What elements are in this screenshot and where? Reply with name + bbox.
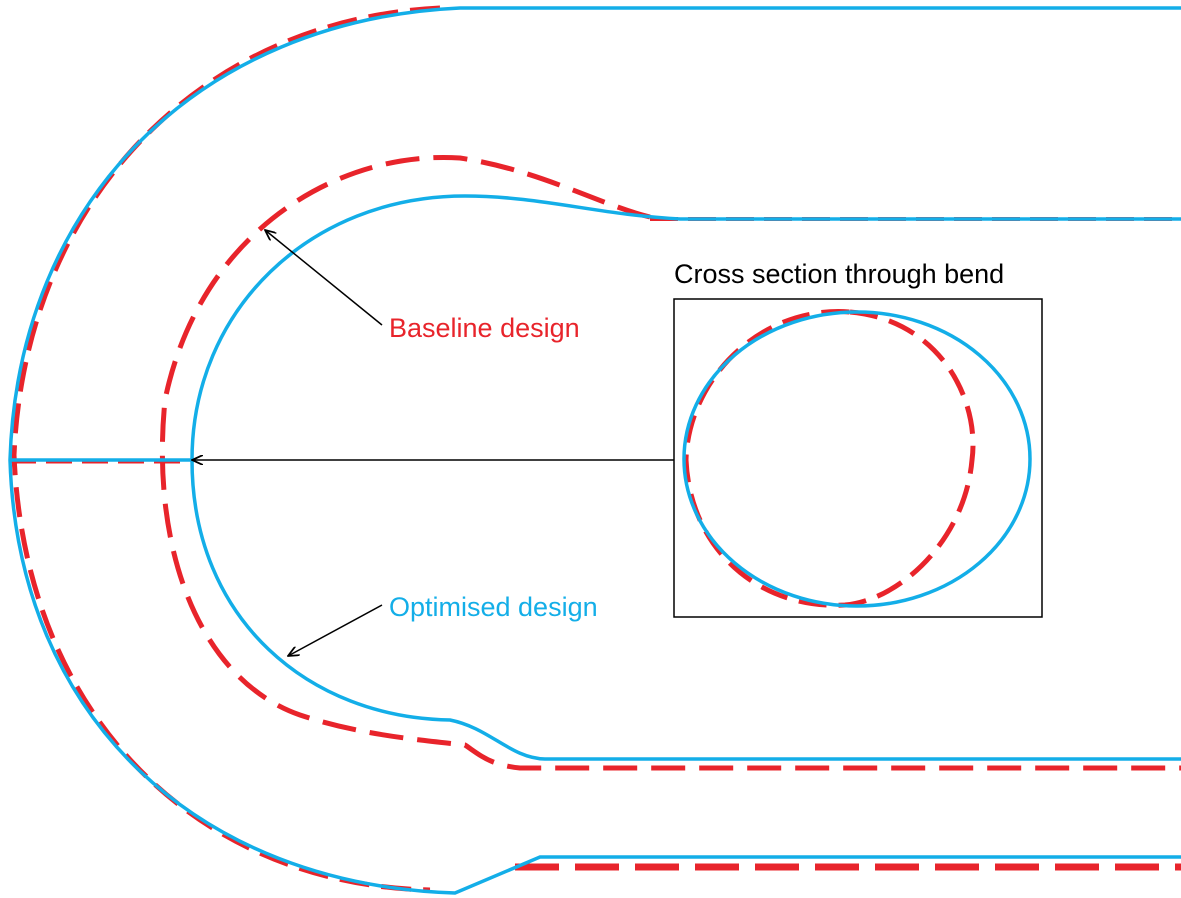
optimised-cross-section — [682, 310, 1032, 608]
optimised-leader-arrow — [288, 604, 383, 656]
cross-section-title: Cross section through bend — [674, 259, 1004, 289]
baseline-leader-arrow — [265, 230, 383, 326]
baseline-cross-section — [683, 309, 976, 608]
optimised-design-geometry — [8, 6, 1181, 895]
baseline-inner-wall — [159, 154, 1181, 771]
optimised-inner-wall — [190, 194, 1181, 761]
baseline-outer-wall — [11, 5, 441, 893]
annotations — [192, 230, 1043, 656]
cross-section-frame — [673, 298, 1043, 618]
optimised-label: Optimised design — [389, 592, 598, 622]
baseline-label: Baseline design — [389, 313, 580, 343]
